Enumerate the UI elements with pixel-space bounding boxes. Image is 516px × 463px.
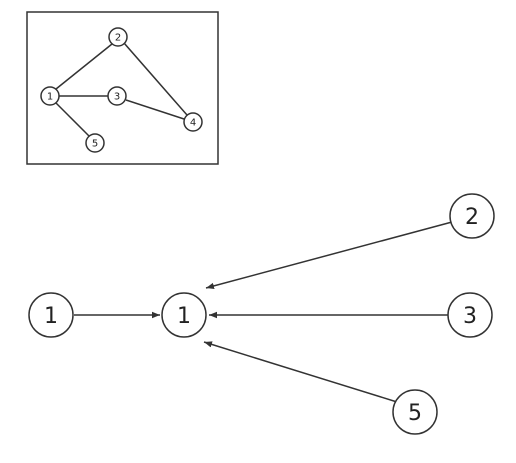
main-edge-5-to-center [203,341,398,403]
main-node-5-label: 5 [408,401,422,426]
inset-edge-2-4 [123,42,188,116]
inset-node-5: 5 [85,133,105,153]
inset-frame [26,11,219,165]
inset-edge-1-2 [55,43,113,90]
inset-node-2-label: 2 [115,33,121,44]
main-node-center-1: 1 [161,292,207,338]
inset-node-3-label: 3 [114,92,120,103]
main-node-3: 3 [447,292,493,338]
main-node-left-1-label: 1 [44,304,58,329]
inset-node-4: 4 [183,112,203,132]
main-node-2-label: 2 [465,205,479,230]
inset-node-4-label: 4 [190,118,196,129]
inset-node-2: 2 [108,27,128,47]
inset-edge-1-5 [55,102,90,137]
main-graph: 1 1 2 3 5 [28,193,495,435]
main-node-left-1: 1 [28,292,74,338]
inset-edge-3-4 [125,99,185,120]
inset-node-1-label: 1 [47,92,53,103]
inset-node-1: 1 [40,86,60,106]
main-node-2: 2 [449,193,495,239]
main-node-center-1-label: 1 [177,304,191,329]
inset-panel: 1 2 3 4 5 [26,11,219,165]
inset-node-5-label: 5 [92,139,98,150]
main-node-5: 5 [392,389,438,435]
inset-node-3: 3 [107,86,127,106]
main-edge-2-to-center [205,221,453,290]
main-node-3-label: 3 [463,304,477,329]
